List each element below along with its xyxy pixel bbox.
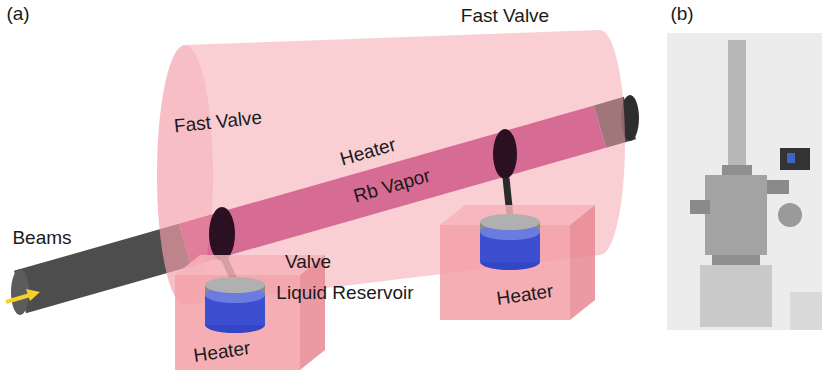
- beam-arrow: [6, 295, 30, 302]
- liquid-reservoir: [480, 214, 540, 270]
- beam-tube: [20, 245, 185, 292]
- apparatus-photo: [712, 255, 760, 265]
- beam-arrow: [26, 289, 40, 301]
- liquid-reservoir: [205, 277, 265, 293]
- part-label: Beams: [12, 227, 71, 249]
- part-label: Liquid Reservoir: [276, 282, 413, 304]
- heater-block: [440, 205, 595, 320]
- apparatus-photo: [778, 203, 802, 227]
- heater-box: Heater: [440, 225, 570, 320]
- apparatus-photo: [667, 33, 822, 330]
- part-label: Valve: [285, 251, 331, 273]
- apparatus-photo: [700, 265, 772, 327]
- heater-region: HeaterRb Vapor: [180, 40, 600, 300]
- part-label: Fast Valve: [461, 5, 549, 27]
- node-text: Heater: [495, 280, 555, 310]
- apparatus-photo: [728, 40, 746, 168]
- node-text: Rb Vapor: [351, 165, 433, 208]
- beam-tube: [11, 269, 29, 315]
- apparatus-photo: [667, 33, 822, 330]
- apparatus-photo: [787, 153, 795, 163]
- fast-valve: [493, 129, 517, 179]
- beam-arrow: [6, 289, 40, 302]
- panel-letter: (a): [6, 3, 29, 25]
- fast-valve: [209, 207, 235, 261]
- node-text: Heater: [192, 337, 252, 367]
- heater-block: [440, 225, 570, 320]
- liquid-reservoir: [480, 214, 540, 230]
- apparatus-photo: [705, 175, 767, 255]
- heater-block: [570, 205, 595, 320]
- apparatus-photo: [780, 148, 810, 170]
- heater-block: [300, 255, 325, 370]
- heater-block: [175, 255, 325, 370]
- apparatus-photo: [722, 165, 752, 175]
- apparatus-photo: [690, 200, 710, 214]
- panel-letter: (b): [670, 3, 693, 25]
- apparatus-photo: [790, 292, 822, 330]
- apparatus-photo: [767, 180, 789, 194]
- liquid-reservoir: [205, 277, 265, 333]
- node-text: Heater: [338, 134, 399, 171]
